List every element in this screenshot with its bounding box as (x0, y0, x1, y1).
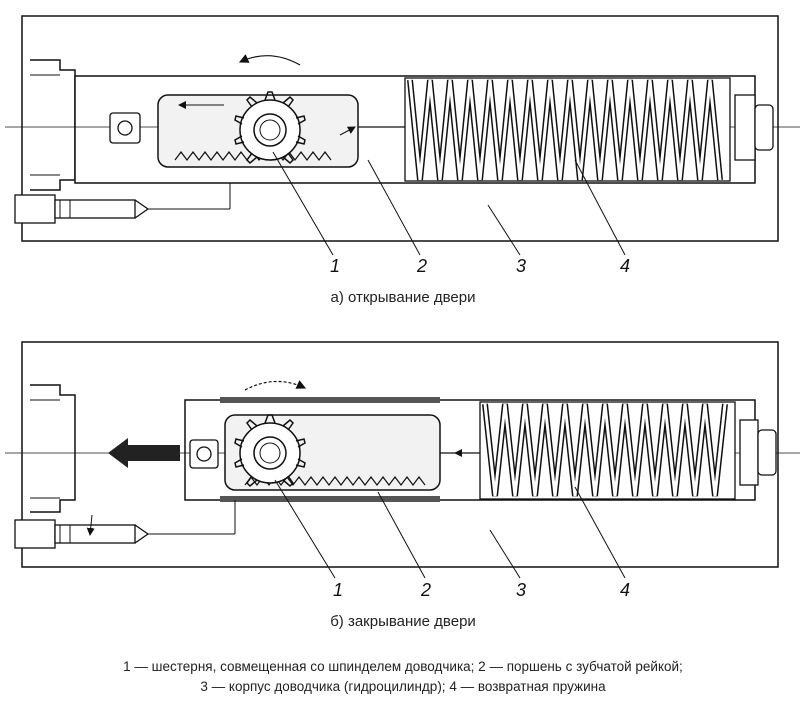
bore-wall-top-b (220, 397, 440, 403)
rotation-arrow-a (238, 54, 301, 66)
callout-1-a: 1 (330, 256, 340, 276)
end-plug-a (734, 94, 774, 161)
callout-3-b: 3 (516, 580, 526, 600)
movement-arrow-b (108, 438, 180, 468)
callout-2-a: 2 (416, 256, 427, 276)
gear-spindle-a (234, 91, 306, 165)
gear-spindle-b (234, 414, 306, 488)
valve-screw-b (14, 500, 236, 549)
callout-2-b: 2 (420, 580, 431, 600)
panel-a-drawing (5, 15, 800, 256)
leader-lines-b (274, 479, 626, 579)
caption-opening: а) открывание двери (330, 289, 476, 306)
callout-1-b: 1 (333, 580, 343, 600)
end-plug-b (739, 419, 777, 486)
callout-4-a: 4 (620, 256, 630, 276)
bore-wall-bottom-b (220, 496, 440, 502)
valve-b (189, 439, 219, 469)
legend-line-2: 3 — корпус доводчика (гидроцилиндр); 4 —… (200, 679, 606, 694)
caption-closing: б) закрывание двери (330, 613, 476, 630)
callout-3-a: 3 (516, 256, 526, 276)
panel-b-drawing (5, 341, 800, 579)
spring-b (479, 401, 736, 500)
legend-line-1: 1 — шестерня, совмещенная со шпинделем д… (123, 659, 683, 674)
spring-a (404, 77, 731, 182)
valve-a (109, 112, 141, 144)
rotation-arrow-b (244, 380, 307, 391)
callout-4-b: 4 (620, 580, 630, 600)
leader-lines-a (272, 151, 626, 256)
valve-screw-a (14, 183, 231, 224)
end-cap-b (30, 384, 76, 513)
